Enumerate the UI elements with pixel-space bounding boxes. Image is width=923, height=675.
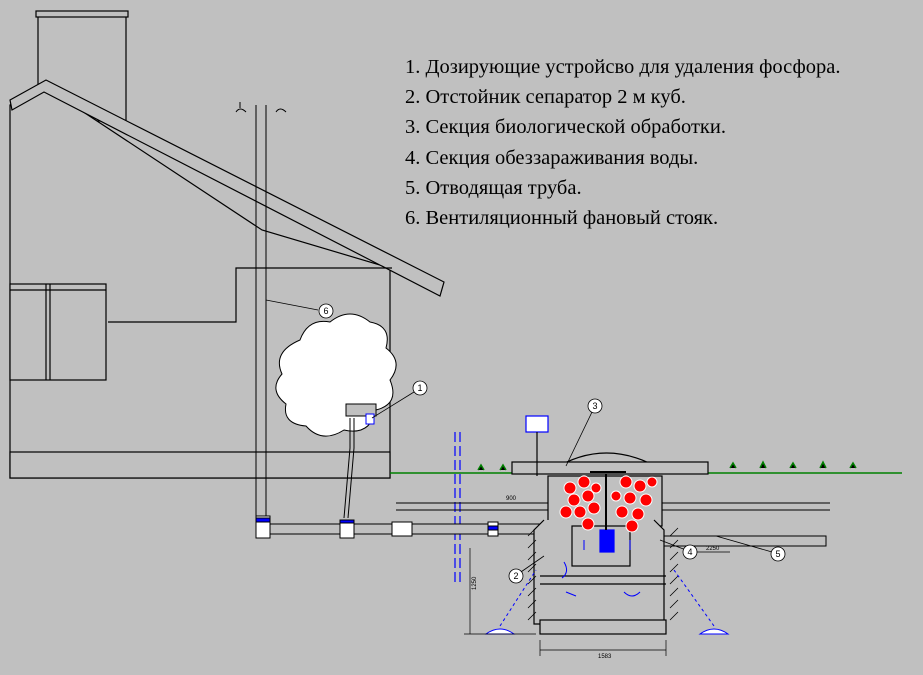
legend-item-6: 6. Вентиляционный фановый стояк.	[405, 207, 719, 230]
callouts	[265, 299, 786, 584]
tank-top-slab	[511, 461, 709, 475]
control-box	[525, 415, 549, 433]
chimney-cap	[35, 10, 129, 18]
callout-5-label: 5	[775, 549, 780, 559]
section-line	[454, 432, 461, 585]
callout-6-label: 6	[323, 306, 328, 316]
callout-5-badge	[770, 546, 786, 562]
callout-6-badge	[318, 303, 334, 319]
callout-1-badge	[412, 380, 428, 396]
roof	[9, 79, 445, 297]
vent-stack	[235, 102, 287, 518]
tank-base	[539, 619, 667, 635]
backfill	[527, 527, 679, 621]
attic-line	[108, 267, 392, 323]
vent-cap-left-icon	[235, 108, 247, 113]
dimension-depth: 1250	[472, 576, 478, 590]
dimension-outlet-height: 2250	[706, 546, 720, 552]
dosing-device	[343, 403, 377, 519]
legend-list: 1. Дозирующие устройсво для удаления фос…	[405, 52, 840, 233]
foundation	[9, 451, 391, 479]
callout-3-label: 3	[592, 401, 597, 411]
callout-4-label: 4	[687, 547, 692, 557]
flow-arrows	[561, 540, 641, 597]
outlet-pipe	[649, 535, 827, 547]
legend-item-3: 3. Секция биологической обработки.	[405, 116, 726, 139]
callout-1-label: 1	[417, 383, 422, 393]
callout-4-badge	[682, 544, 698, 560]
septic-tank	[511, 415, 709, 635]
legend-item-1: 1. Дозирующие устройсво для удаления фос…	[405, 56, 841, 78]
dimension-width: 1583	[598, 654, 612, 660]
bio-media	[559, 475, 658, 533]
legend-item-5: 5. Отводящая труба.	[405, 176, 582, 199]
legend-item-4: 4. Секция обеззараживания воды.	[405, 146, 699, 169]
dimension-top-depth: 900	[506, 496, 517, 502]
callout-3-badge	[587, 398, 603, 414]
window	[9, 283, 107, 381]
callout-2-label: 2	[513, 571, 518, 581]
inlet-pipe	[255, 515, 547, 539]
dimension-lines	[464, 548, 730, 656]
legend-item-2: 2. Отстойник сепаратор 2 м куб.	[405, 86, 686, 109]
callout-2-badge	[508, 568, 524, 584]
vent-cap-right-icon	[275, 108, 287, 113]
